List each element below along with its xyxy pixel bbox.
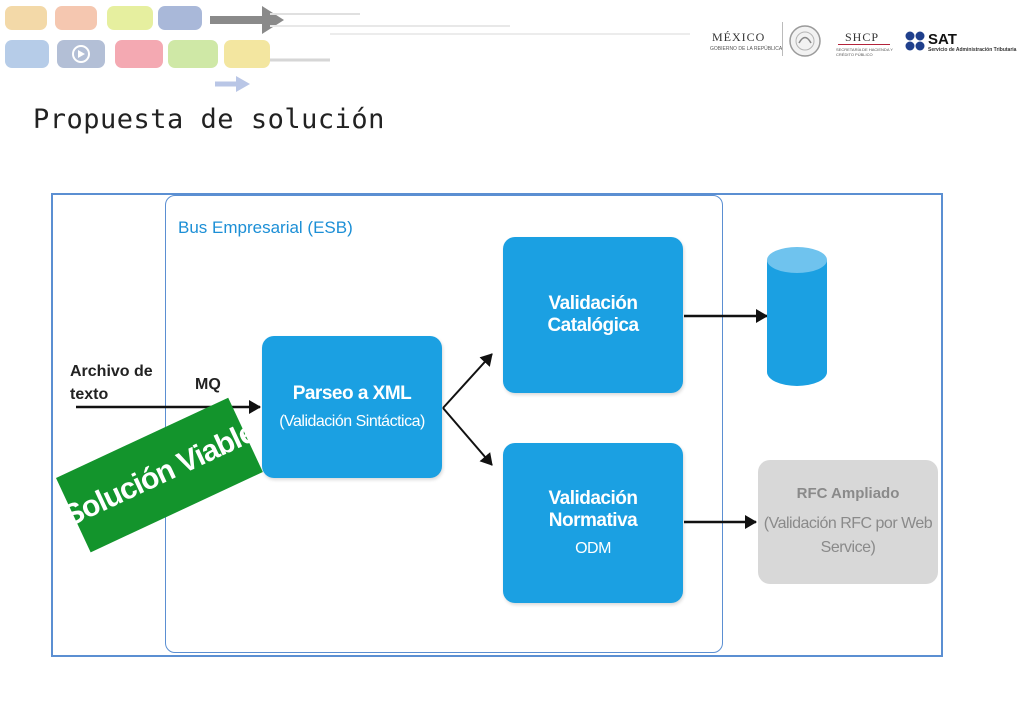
input-label: Archivo de texto <box>70 363 153 403</box>
header-tile <box>107 6 153 30</box>
header-tile <box>5 40 49 68</box>
rfc-box: RFC Ampliado (Validación RFC por Web Ser… <box>758 460 938 584</box>
header-tile <box>55 6 97 30</box>
catalog-box-title: Validación Catalógica <box>547 293 639 336</box>
header-arrows-icon <box>72 6 690 92</box>
normative-box: Validación Normativa ODM <box>503 443 683 603</box>
mq-label: MQ <box>195 376 221 393</box>
header-tile <box>115 40 163 68</box>
database-icon <box>767 247 827 386</box>
header-tile <box>168 40 218 68</box>
parse-box: Parseo a XML (Validación Sintáctica) <box>262 336 442 478</box>
esb-label: Bus Empresarial (ESB) <box>178 218 353 237</box>
header-tile <box>158 6 202 30</box>
normative-box-title: Validación Normativa <box>548 488 638 531</box>
sat-dots-icon <box>905 31 925 51</box>
logo-sat-subtext: Servicio de Administración Tributaria <box>928 47 1017 53</box>
parse-to-catalog-arrow <box>442 353 493 409</box>
logo-shcp-text: SHCP <box>845 30 880 44</box>
parse-box-subtitle: (Validación Sintáctica) <box>279 413 425 430</box>
parse-to-normative-arrow <box>442 407 493 466</box>
coat-of-arms-icon <box>782 22 783 56</box>
rfc-box-title: RFC Ampliado <box>796 485 900 502</box>
catalog-box: Validación Catalógica <box>503 237 683 393</box>
normative-box-subtitle: ODM <box>575 540 611 557</box>
header-tile <box>5 6 47 30</box>
header-tile <box>224 40 270 68</box>
logo-shcp-rule <box>838 44 890 45</box>
parse-box-title: Parseo a XML <box>292 383 412 404</box>
logo-shcp-subtext: SECRETARÍA DE HACIENDA Y CRÉDITO PÚBLICO <box>836 47 893 57</box>
seal-icon <box>789 25 821 57</box>
page-title: Propuesta de solución <box>33 104 385 135</box>
logo-mexico-subtext: GOBIERNO DE LA REPÚBLICA <box>710 46 783 52</box>
rfc-box-subtitle: (Validación RFC por Web Service) <box>763 515 933 556</box>
logo-mexico-text: MÉXICO <box>712 30 766 44</box>
logo-sat-text: SAT <box>928 31 957 48</box>
